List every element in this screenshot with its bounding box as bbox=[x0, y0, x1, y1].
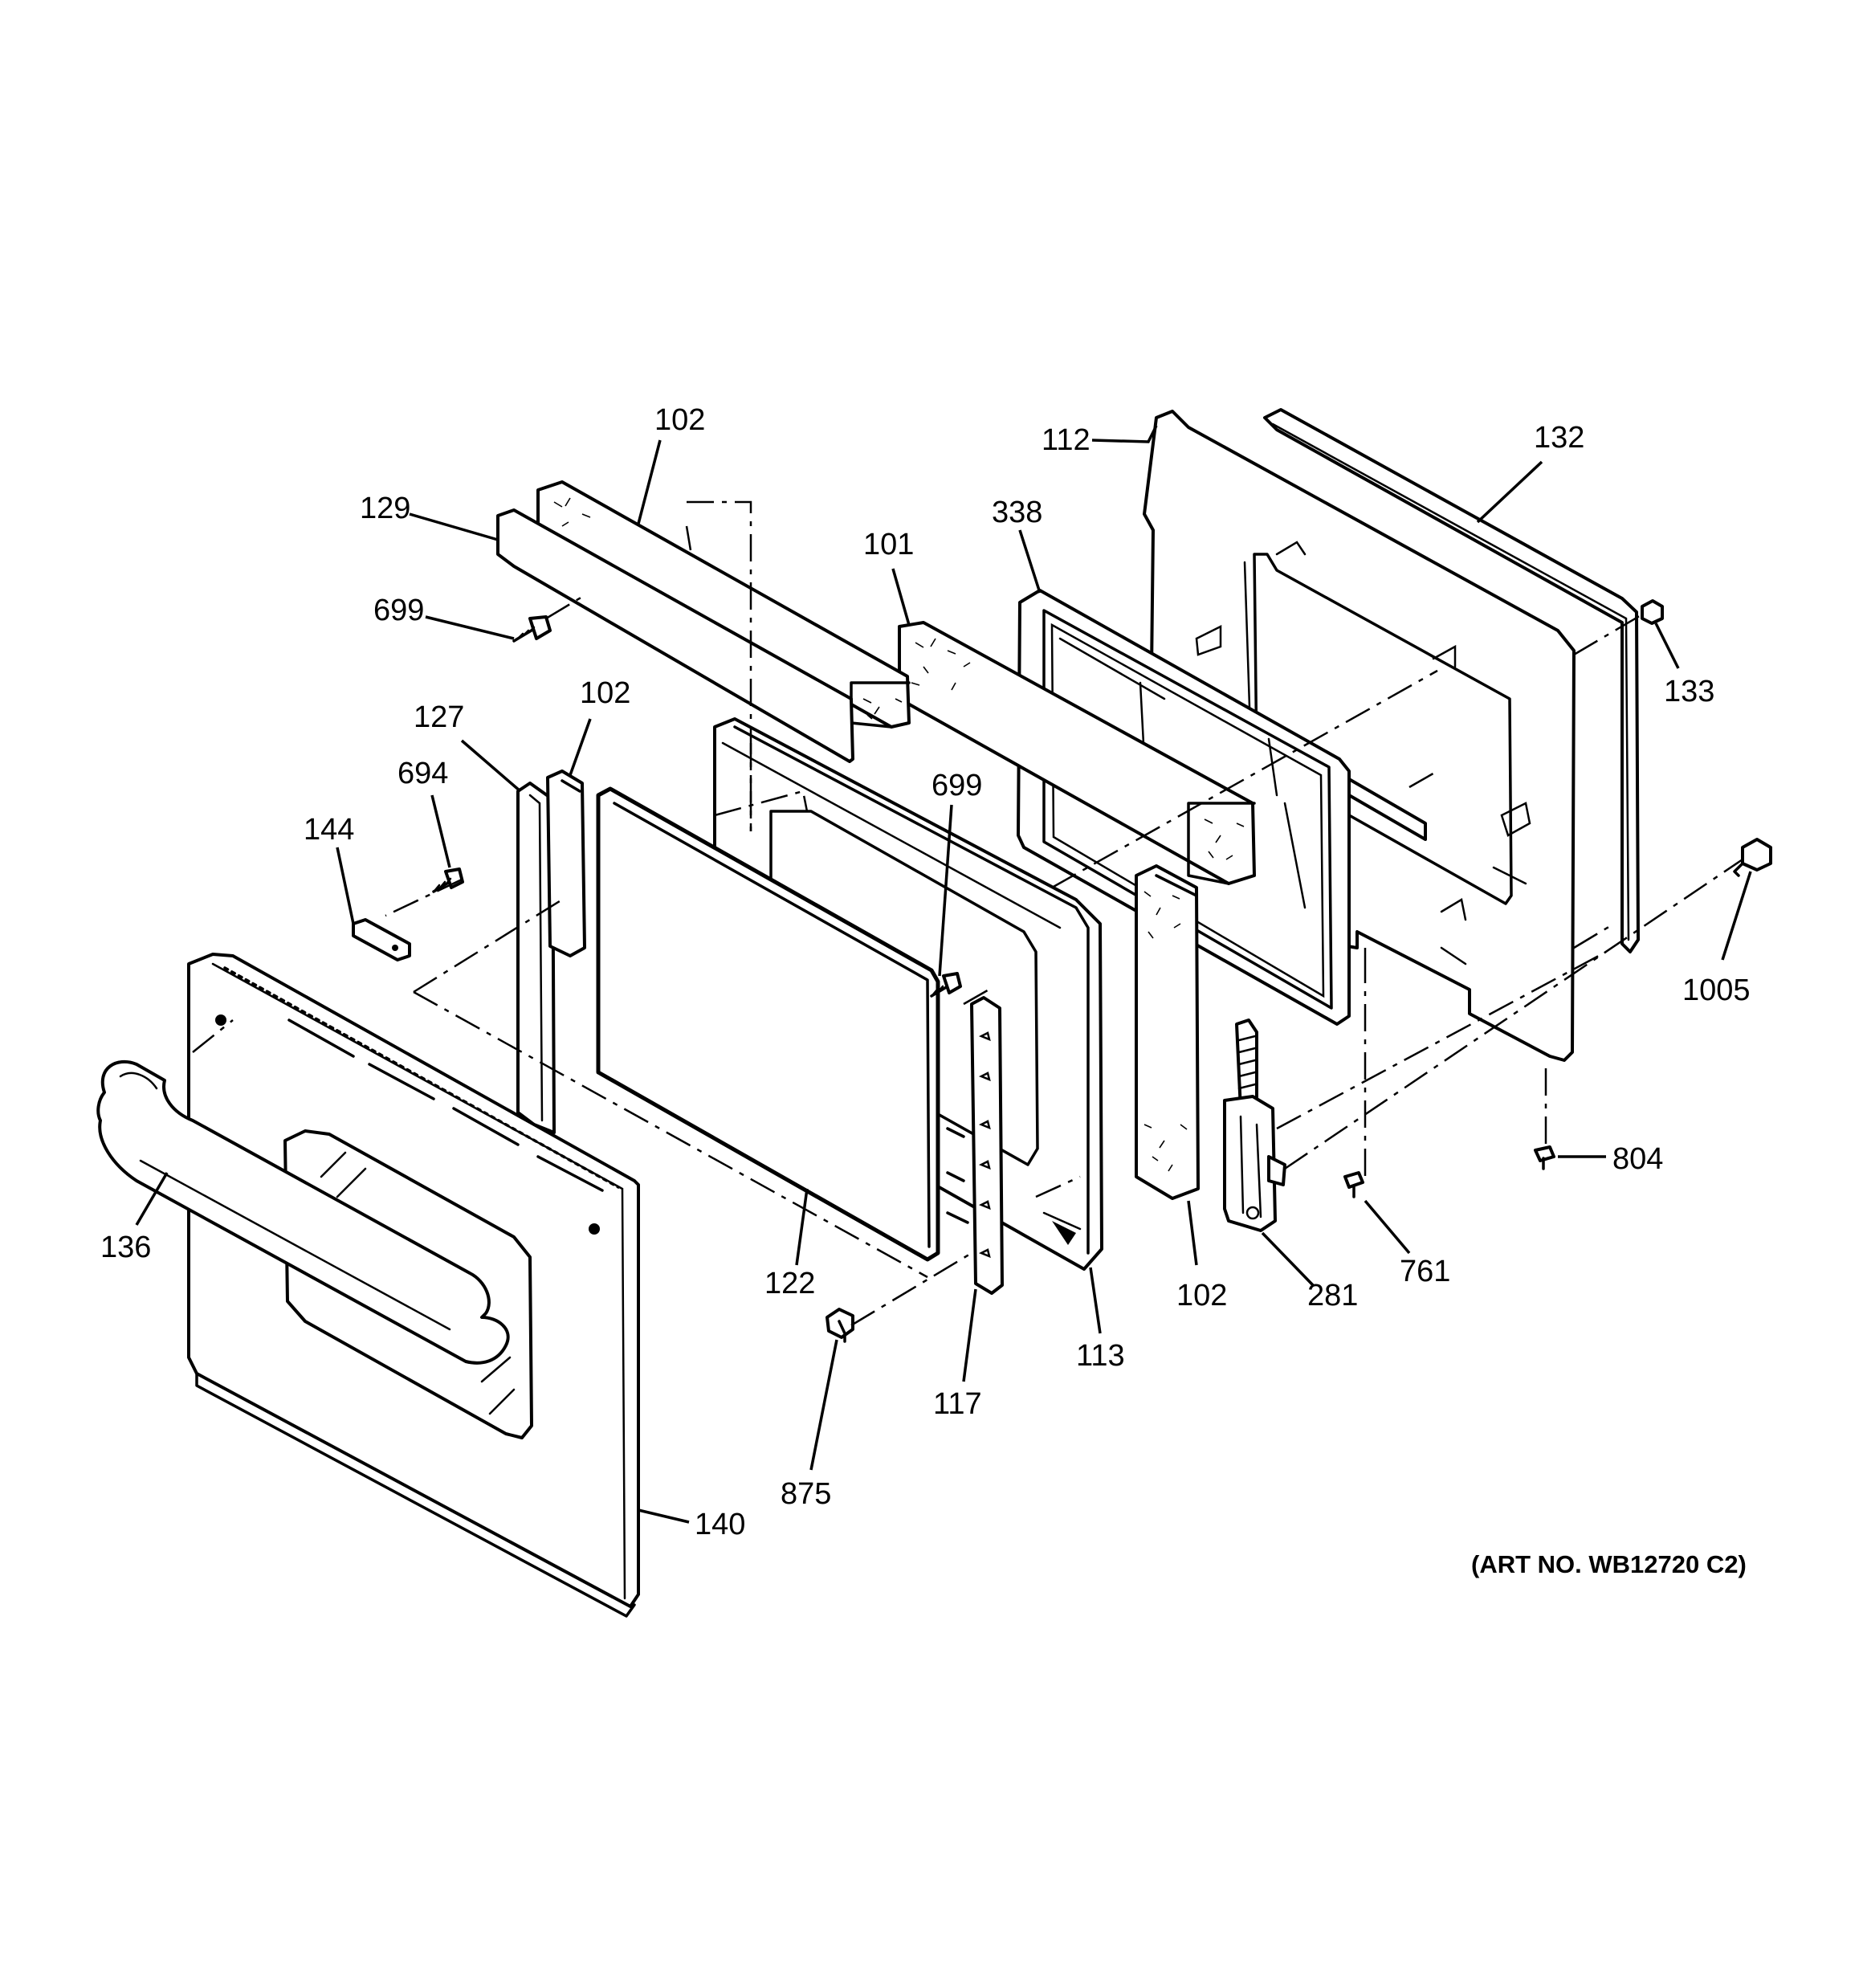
callout-761: 761 bbox=[1400, 1255, 1450, 1288]
callout-127: 127 bbox=[414, 700, 464, 734]
part-129-shield bbox=[496, 508, 854, 763]
part-102-right-insulation bbox=[1135, 864, 1200, 1200]
callout-699-top: 699 bbox=[373, 594, 424, 627]
callout-804: 804 bbox=[1612, 1142, 1663, 1176]
callout-102-top: 102 bbox=[654, 403, 705, 437]
callout-132: 132 bbox=[1534, 421, 1584, 455]
screw-1005 bbox=[1733, 838, 1772, 877]
screw-694 bbox=[432, 867, 464, 893]
callout-875: 875 bbox=[781, 1477, 831, 1511]
callout-102-left: 102 bbox=[580, 676, 630, 710]
callout-1005: 1005 bbox=[1682, 974, 1751, 1007]
callout-129: 129 bbox=[360, 492, 410, 525]
screw-699-mid bbox=[930, 972, 962, 998]
callout-133: 133 bbox=[1664, 675, 1714, 708]
part-117-bracket bbox=[946, 996, 1004, 1295]
screw-875 bbox=[826, 1308, 854, 1343]
callout-694: 694 bbox=[397, 757, 448, 790]
callout-122: 122 bbox=[764, 1267, 815, 1300]
screw-804 bbox=[1534, 1145, 1555, 1170]
screw-761 bbox=[1343, 1171, 1364, 1198]
callout-117: 117 bbox=[933, 1387, 982, 1421]
part-144-bracket bbox=[352, 918, 411, 961]
callout-338: 338 bbox=[992, 496, 1042, 529]
callout-113: 113 bbox=[1076, 1339, 1125, 1373]
assembly-lines bbox=[192, 500, 1743, 1327]
screw-133 bbox=[1641, 599, 1664, 625]
callout-140: 140 bbox=[695, 1508, 745, 1541]
callout-112: 112 bbox=[1042, 423, 1090, 457]
callout-699-mid: 699 bbox=[932, 769, 982, 802]
callout-labels: 102 129 699 101 338 112 132 133 127 102 … bbox=[100, 403, 1751, 1541]
callout-144: 144 bbox=[304, 813, 354, 847]
part-132-gasket bbox=[1263, 408, 1640, 953]
part-122-glass bbox=[596, 786, 940, 1262]
screw-699-top bbox=[512, 615, 552, 643]
part-136-handle bbox=[96, 1059, 510, 1365]
callout-101: 101 bbox=[863, 528, 914, 561]
art-number: (ART NO. WB12720 C2) bbox=[1471, 1550, 1747, 1578]
callout-102-right: 102 bbox=[1176, 1279, 1227, 1312]
callout-281: 281 bbox=[1307, 1279, 1358, 1312]
leader-lines bbox=[135, 425, 1752, 1524]
part-102-left-insulation bbox=[546, 769, 586, 957]
callout-136: 136 bbox=[100, 1231, 151, 1264]
part-281-hinge bbox=[1223, 1018, 1286, 1232]
part-127-channel bbox=[516, 782, 556, 1134]
